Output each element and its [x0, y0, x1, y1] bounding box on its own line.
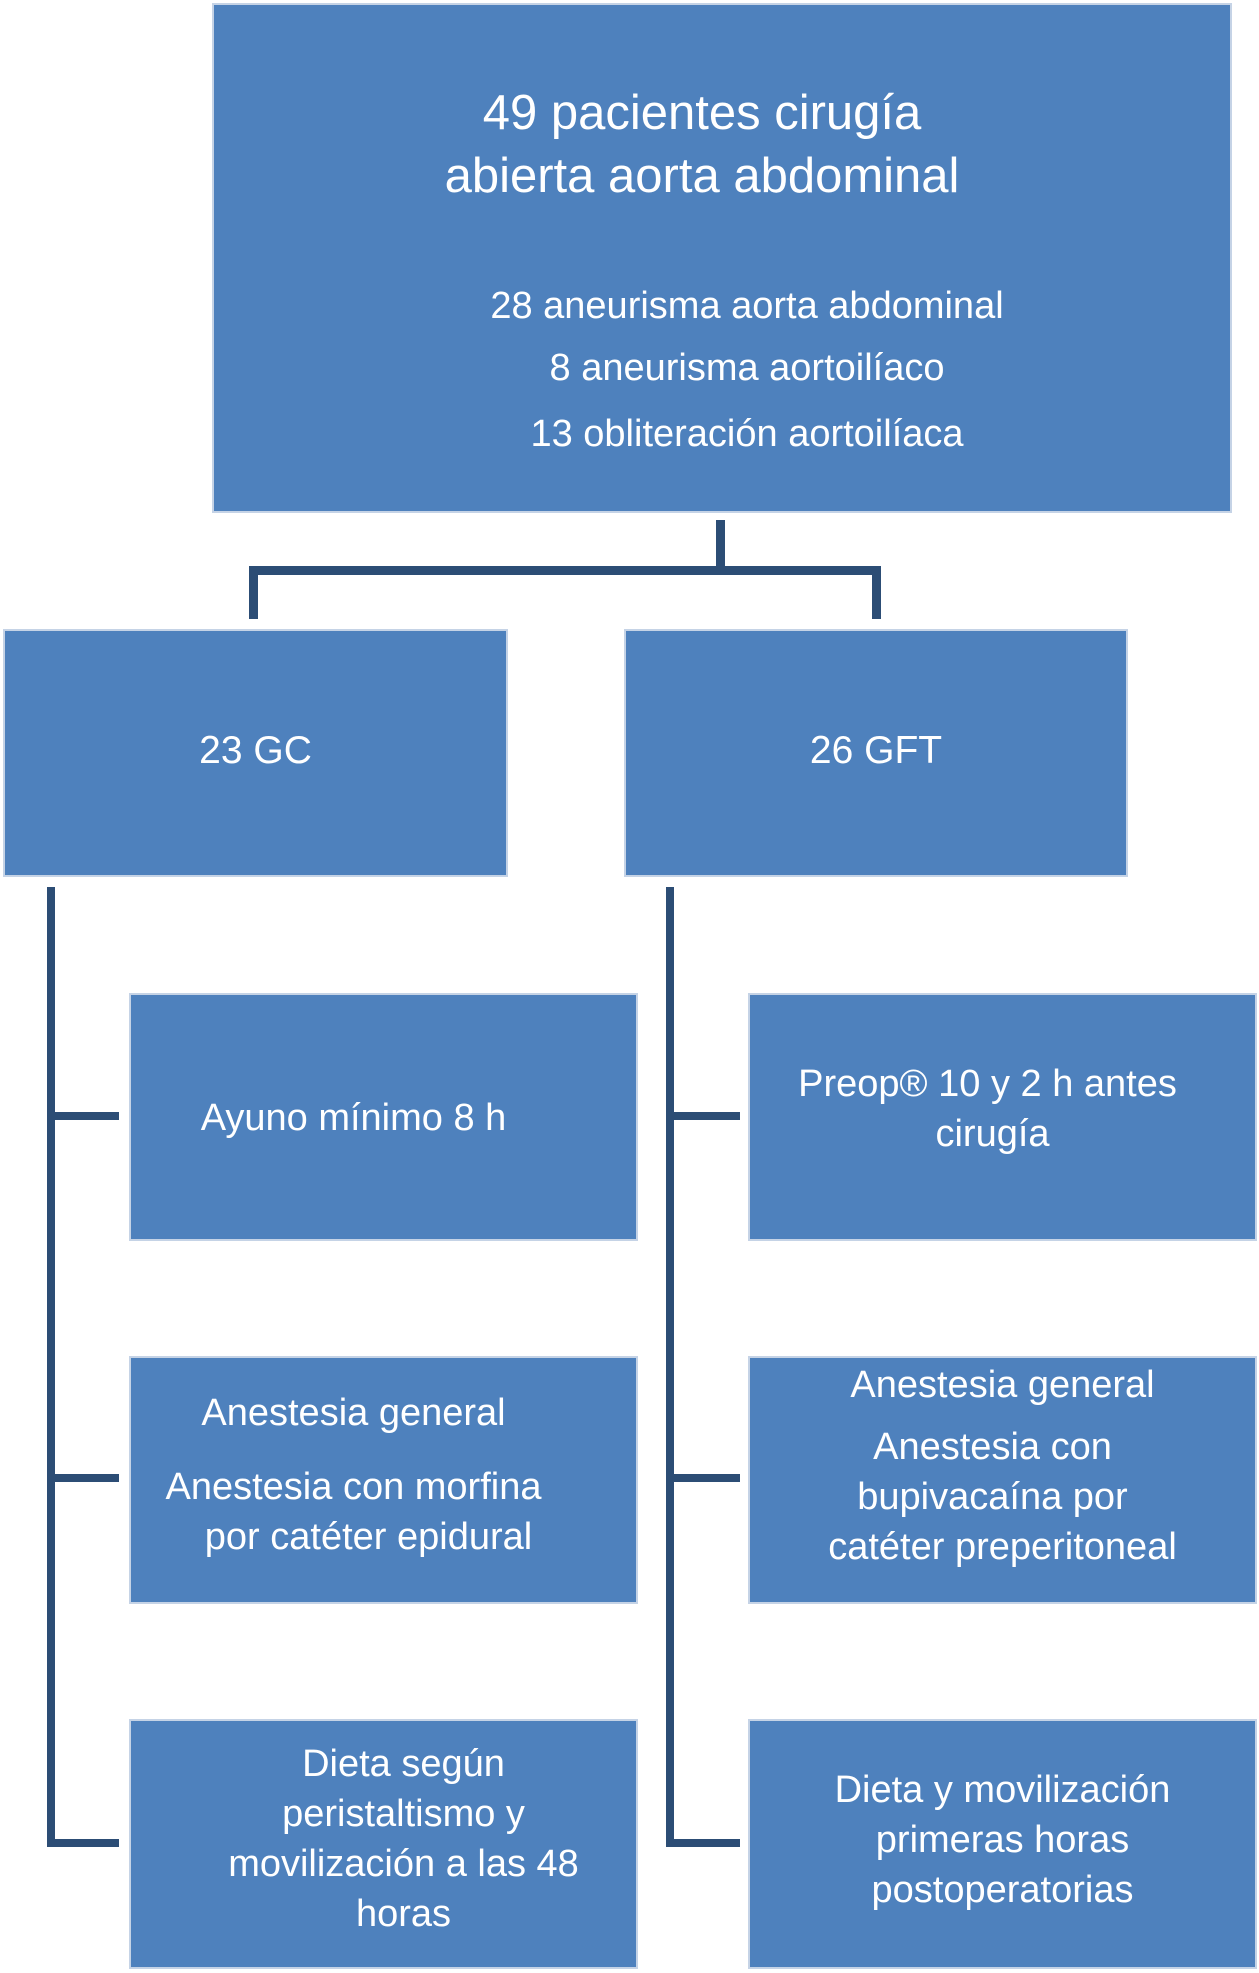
left-branch-connector-3	[47, 1839, 119, 1847]
gc-anesthesia-line-3: por catéter epidural	[204, 1516, 533, 1558]
group-gft-box: 26 GFT	[624, 629, 1128, 877]
gc-diet-line-3: movilización a las 48	[228, 1843, 579, 1885]
left-branch-connector-1	[47, 1112, 119, 1120]
gft-anesthesia-box: Anestesia general Anestesia con bupivaca…	[748, 1356, 1257, 1604]
gft-preop-line-2: cirugía	[935, 1113, 1050, 1155]
gft-anesthesia-line-3: bupivacaína por	[857, 1476, 1128, 1518]
gft-diet-line-2: primeras horas	[875, 1819, 1130, 1861]
split-horizontal-connector	[249, 566, 881, 575]
top-detail-line-3: 13 obliteración aortoilíaca	[530, 413, 964, 455]
gc-diet-line-4: horas	[355, 1893, 452, 1935]
gc-diet-line-2: peristaltismo y	[282, 1793, 525, 1835]
gft-anesthesia-line-2: Anestesia con	[873, 1426, 1112, 1468]
gft-diet-line-3: postoperatorias	[871, 1869, 1134, 1911]
top-stem-connector	[716, 520, 725, 570]
top-title-line-2: abierta aorta abdominal	[444, 149, 960, 203]
gc-anesthesia-box: Anestesia general Anestesia con morfina …	[129, 1356, 638, 1604]
gft-preop-box: Preop® 10 y 2 h antes cirugía	[748, 993, 1257, 1241]
top-title-line-1: 49 pacientes cirugía	[482, 86, 922, 140]
gft-diet-box: Dieta y movilización primeras horas post…	[748, 1719, 1257, 1969]
gft-anesthesia-line-1: Anestesia general	[850, 1364, 1155, 1406]
gc-diet-box: Dieta según peristaltismo y movilización…	[129, 1719, 638, 1969]
gc-anesthesia-line-2: Anestesia con morfina	[165, 1466, 542, 1508]
left-spine-connector	[47, 887, 55, 1847]
gc-fasting-box: Ayuno mínimo 8 h	[129, 993, 638, 1241]
group-gc-box: 23 GC	[3, 629, 508, 877]
right-branch-connector-1	[666, 1112, 740, 1120]
group-gc-label: 23 GC	[199, 729, 312, 772]
gft-diet-line-1: Dieta y movilización	[834, 1769, 1171, 1811]
left-drop-connector	[249, 566, 258, 619]
right-branch-connector-3	[666, 1839, 740, 1847]
gc-fasting-line-1: Ayuno mínimo 8 h	[200, 1097, 507, 1139]
gft-anesthesia-line-4: catéter preperitoneal	[828, 1526, 1177, 1568]
gft-preop-line-1: Preop® 10 y 2 h antes	[798, 1063, 1177, 1105]
top-detail-line-1: 28 aneurisma aorta abdominal	[490, 285, 1004, 327]
gc-diet-line-1: Dieta según	[302, 1743, 505, 1785]
right-drop-connector	[872, 566, 881, 619]
group-gft-label: 26 GFT	[809, 729, 943, 772]
left-branch-connector-2	[47, 1474, 119, 1482]
top-detail-line-2: 8 aneurisma aortoilíaco	[549, 347, 945, 389]
gc-anesthesia-line-1: Anestesia general	[201, 1392, 506, 1434]
right-branch-connector-2	[666, 1474, 740, 1482]
top-summary-box: 49 pacientes cirugía abierta aorta abdom…	[212, 3, 1232, 513]
right-spine-connector	[666, 887, 674, 1847]
